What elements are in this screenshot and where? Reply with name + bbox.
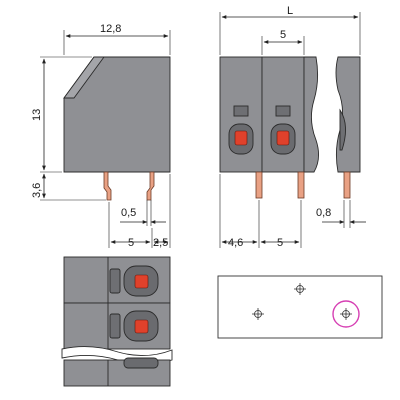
dim-offset-side: 2,5 xyxy=(153,237,168,249)
pcb-hole-2 xyxy=(294,283,306,295)
top-button-red-2 xyxy=(134,319,149,334)
button-red-1 xyxy=(234,130,248,146)
dim-offset-front: 4,6 xyxy=(228,237,243,249)
dim-pin-length: 3,6 xyxy=(31,183,43,198)
front-pin-1 xyxy=(255,171,263,199)
dim-overall-length: L xyxy=(287,5,293,17)
dim-pitch-front: 5 xyxy=(280,29,286,41)
front-break-section xyxy=(303,56,319,173)
side-view-body xyxy=(63,56,171,173)
dim-pitch-front-bottom: 5 xyxy=(277,237,283,249)
front-slot-1 xyxy=(233,105,249,117)
pcb-hole-pattern xyxy=(217,275,383,339)
top-button-red-1 xyxy=(134,274,149,289)
front-button-2 xyxy=(270,123,296,155)
highlighted-hole-marker xyxy=(332,300,360,328)
front-button-1 xyxy=(228,123,254,155)
front-slot-2 xyxy=(275,105,291,117)
top-view xyxy=(61,256,173,387)
side-view-bevel xyxy=(63,56,105,99)
dim-pin-width-front: 0,8 xyxy=(316,207,331,219)
side-view-pin-right xyxy=(146,171,155,201)
top-button-2 xyxy=(123,310,159,342)
dim-pin-thickness: 0,5 xyxy=(121,207,136,219)
side-view-dimensions: 12,8 13 3,6 0,5 5 2,5 xyxy=(31,23,171,249)
dim-pitch-side: 5 xyxy=(128,237,134,249)
front-pin-2 xyxy=(297,171,305,199)
pcb-hole-1 xyxy=(252,308,264,320)
button-red-2 xyxy=(276,130,290,146)
front-pin-3 xyxy=(343,171,351,199)
front-view xyxy=(219,56,361,199)
dim-width-top: 12,8 xyxy=(100,23,121,35)
front-view-dimensions: L 5 4,6 5 0,8 xyxy=(219,5,366,249)
top-button-1 xyxy=(123,265,159,297)
pcb-hole-3 xyxy=(340,308,352,320)
dim-height-left: 13 xyxy=(31,109,43,121)
side-view-pin-left xyxy=(103,171,112,201)
side-view xyxy=(63,56,171,201)
